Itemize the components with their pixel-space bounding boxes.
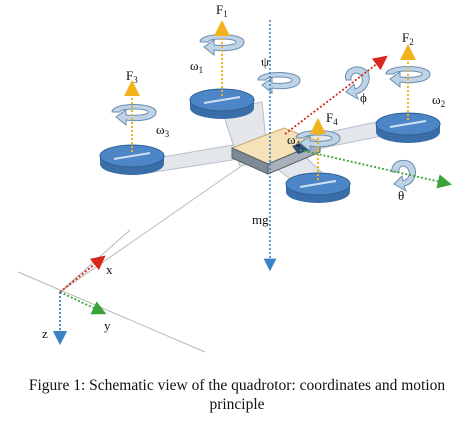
spin-arrow-w3 bbox=[111, 104, 157, 127]
inertial-y-axis bbox=[59, 291, 107, 315]
spin-arrow-w2 bbox=[385, 66, 431, 89]
label-z: z bbox=[42, 326, 48, 341]
label-theta: θ bbox=[398, 188, 404, 203]
label-w1: ω1 bbox=[190, 58, 203, 75]
label-y: y bbox=[104, 318, 111, 333]
roll-axis bbox=[284, 55, 388, 135]
rotor-4 bbox=[285, 172, 351, 203]
label-psi: ψ bbox=[261, 54, 269, 69]
inertial-x-axis bbox=[59, 255, 106, 293]
label-f2: F2 bbox=[402, 30, 414, 47]
figure-caption: Figure 1: Schematic view of the quadroto… bbox=[28, 377, 446, 413]
quadrotor-diagram: F1 F2 F3 F4 ω1 ω2 ω3 ω4 ψ ϕ θ mg x y z bbox=[17, 2, 453, 353]
spin-arrow-psi bbox=[257, 72, 301, 95]
label-w2: ω2 bbox=[432, 92, 445, 109]
pitch-axis bbox=[299, 149, 453, 189]
label-w3: ω3 bbox=[156, 122, 170, 139]
label-w4: ω4 bbox=[287, 132, 301, 149]
force-arrows bbox=[124, 20, 416, 180]
rotor-3 bbox=[99, 144, 165, 175]
rotor-2 bbox=[375, 112, 441, 143]
spin-arrow-phi bbox=[344, 66, 370, 101]
spin-arrow-w1 bbox=[199, 34, 245, 57]
label-f1: F1 bbox=[216, 2, 228, 19]
label-f4: F4 bbox=[326, 110, 338, 127]
rotor-1 bbox=[189, 88, 255, 119]
label-phi: ϕ bbox=[360, 90, 367, 105]
label-x: x bbox=[106, 262, 113, 277]
label-mg: mg bbox=[252, 212, 269, 227]
spin-arrow-theta bbox=[391, 159, 417, 193]
spin-arrow-w4 bbox=[295, 130, 341, 153]
inertial-frame bbox=[52, 255, 107, 346]
perspective-guides bbox=[17, 159, 251, 353]
spin-arrows bbox=[111, 34, 431, 193]
label-f3: F3 bbox=[126, 68, 138, 85]
